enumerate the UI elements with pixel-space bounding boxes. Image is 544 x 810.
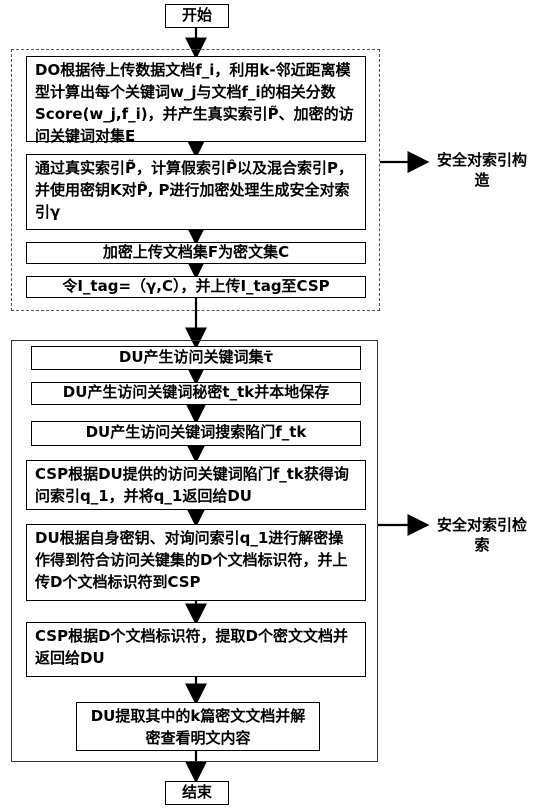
construct-step-3-text: 加密上传文档集F为密文集C [102, 243, 290, 261]
retrieve-step-7: DU提取其中的k篇密文文档并解密查看明文内容 [76, 702, 320, 751]
retrieve-step-7-text: DU提取其中的k篇密文文档并解密查看明文内容 [90, 707, 306, 747]
retrieve-group-label: 安全对索引检索 [432, 515, 532, 555]
construct-step-1: DO根据待上传数据文档f_i，利用k-邻近距离模型计算出每个关键词w_j与文档f… [26, 56, 366, 145]
retrieve-step-2: DU产生访问关键词秘密t_tk并本地保存 [31, 382, 361, 405]
start-node: 开始 [165, 4, 229, 28]
construct-step-4-text: 令I_tag=（γ,C），并上传I_tag至CSP [62, 277, 330, 295]
construct-step-3: 加密上传文档集F为密文集C [26, 242, 366, 264]
construct-step-1-text: DO根据待上传数据文档f_i，利用k-邻近距离模型计算出每个关键词w_j与文档f… [35, 61, 354, 145]
end-node: 结束 [165, 781, 229, 805]
retrieve-step-6-text: CSP根据D个文档标识符，提取D个密文文档并返回给DU [35, 627, 348, 667]
construct-group-label-text: 安全对索引构造 [436, 151, 527, 189]
retrieve-step-3: DU产生访问关键词搜索陷门f_tk [31, 421, 361, 446]
construct-step-4: 令I_tag=（γ,C），并上传I_tag至CSP [26, 276, 366, 298]
end-label: 结束 [181, 783, 212, 801]
construct-step-2: 通过真实索引P̃，计算假索引P̂以及混合索引P，并使用密钥K对P̂, P进行加密… [26, 154, 366, 230]
retrieve-step-5: DU根据自身密钥、对询问索引q_1进行解密操作得到符合访问关键集的D个文档标识符… [26, 524, 366, 601]
retrieve-step-5-text: DU根据自身密钥、对询问索引q_1进行解密操作得到符合访问关键集的D个文档标识符… [35, 529, 348, 591]
retrieve-step-1: DU产生访问关键词集τ̄ [31, 346, 361, 370]
retrieve-step-4: CSP根据DU提供的访问关键词陷门f_tk获得询问索引q_1，并将q_1返回给D… [26, 460, 366, 510]
construct-group [11, 49, 380, 311]
construct-group-label: 安全对索引构造 [432, 150, 532, 190]
retrieve-group [11, 340, 378, 762]
retrieve-step-1-text: DU产生访问关键词集τ̄ [118, 348, 274, 366]
start-label: 开始 [181, 6, 212, 24]
retrieve-group-label-text: 安全对索引检索 [436, 516, 527, 554]
retrieve-step-6: CSP根据D个文档标识符，提取D个密文文档并返回给DU [26, 622, 366, 677]
retrieve-step-3-text: DU产生访问关键词搜索陷门f_tk [85, 423, 307, 441]
retrieve-step-2-text: DU产生访问关键词秘密t_tk并本地保存 [62, 383, 330, 401]
construct-step-2-text: 通过真实索引P̃，计算假索引P̂以及混合索引P，并使用密钥K对P̂, P进行加密… [35, 159, 353, 221]
retrieve-step-4-text: CSP根据DU提供的访问关键词陷门f_tk获得询问索引q_1，并将q_1返回给D… [35, 465, 349, 505]
